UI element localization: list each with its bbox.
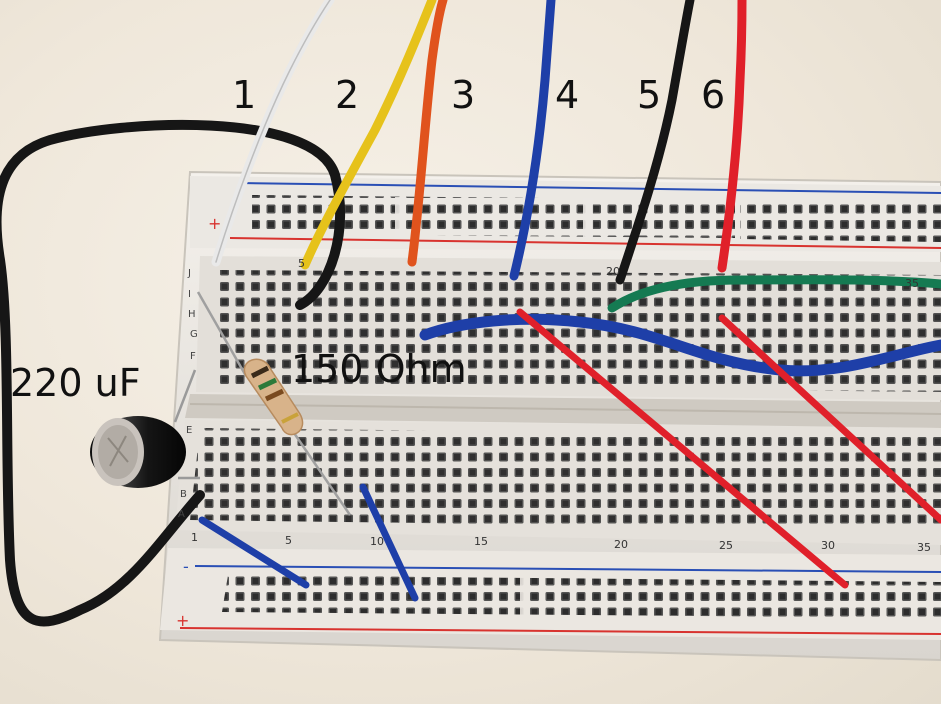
column-label-5-bottom: 5: [285, 534, 292, 547]
black-loop-wire: [0, 119, 346, 627]
wires: [0, 0, 941, 627]
row-label-f: F: [190, 351, 196, 362]
blue-jumper-long: [419, 313, 941, 377]
row-label-i: I: [188, 289, 191, 300]
column-label-15-bottom: 15: [474, 535, 488, 548]
column-label-1-bottom: 1: [191, 531, 198, 544]
wire-6: [717, 0, 747, 273]
rail-plus-bottom: +: [176, 611, 190, 630]
wire-label-6: 6: [701, 73, 726, 117]
breadboard: [158, 170, 941, 662]
wire-label-4: 4: [555, 73, 580, 117]
column-label-35-bottom: 35: [917, 541, 931, 554]
wire-label-5: 5: [637, 73, 662, 117]
column-label-35-top: 35: [905, 277, 919, 290]
green-wire: [607, 275, 941, 313]
column-label-10-bottom: 10: [370, 535, 384, 548]
row-label-a: A: [178, 509, 185, 520]
row-label-e: E: [186, 425, 193, 436]
red-jumper-2: [718, 314, 941, 524]
column-label-30-bottom: 30: [821, 539, 835, 552]
column-label-20-bottom: 20: [614, 538, 628, 551]
row-label-g: G: [190, 329, 198, 340]
row-label-b: B: [180, 489, 187, 500]
rail-plus-top: +: [208, 214, 222, 233]
wire-4: [509, 0, 556, 281]
column-label-5-top: 5: [298, 257, 305, 270]
blue-jumper-short-2: [359, 483, 419, 602]
wire-label-3: 3: [451, 73, 476, 117]
wire-label-2: 2: [335, 73, 360, 117]
wire-5: [615, 0, 695, 285]
wire-label-1: 1: [232, 73, 257, 117]
row-label-j: J: [188, 268, 191, 279]
resistor-label: 150 Ohm: [291, 347, 467, 391]
rail-minus-bottom: -: [183, 557, 189, 576]
column-label-25-bottom: 25: [719, 539, 733, 552]
row-label-h: H: [188, 309, 196, 320]
capacitor-label: 220 uF: [10, 361, 141, 405]
blue-jumper-short-1: [198, 516, 310, 589]
capacitor: [90, 369, 200, 488]
wire-3: [407, 0, 448, 267]
red-jumper-1: [516, 308, 849, 589]
wire-2: [300, 0, 437, 270]
resistor: [196, 291, 352, 516]
column-label-20-top: 20: [606, 265, 620, 278]
